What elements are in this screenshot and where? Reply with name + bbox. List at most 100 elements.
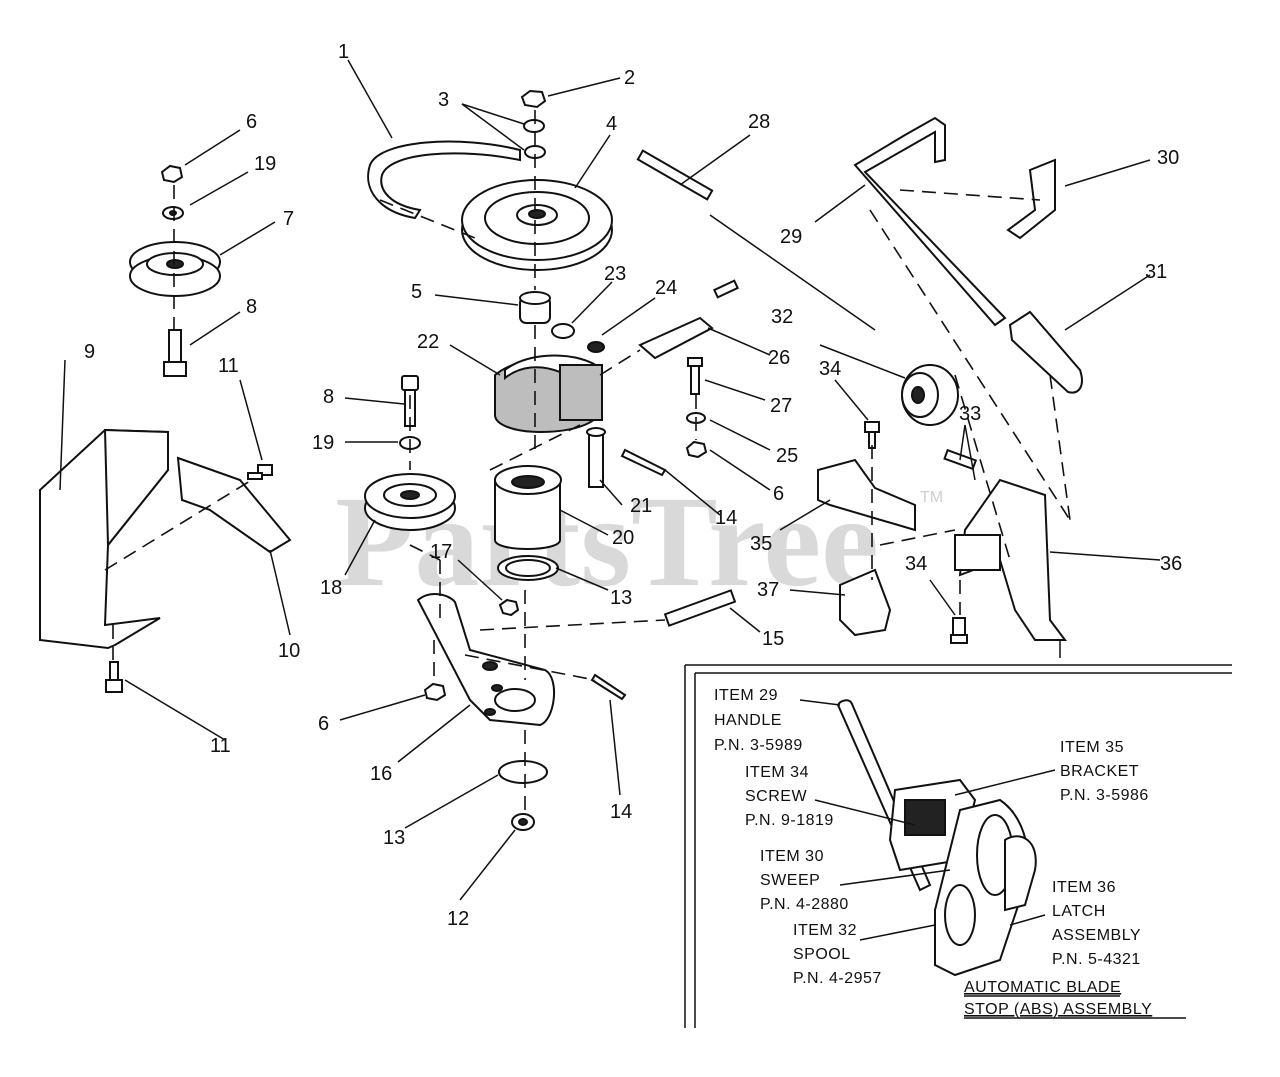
- callout-21: 21: [630, 495, 652, 517]
- nut-17: [498, 598, 520, 617]
- watermark-tm: TM: [920, 489, 943, 506]
- callout-36: 36: [1160, 553, 1182, 575]
- clamp-37: [839, 568, 892, 637]
- belt: [367, 140, 521, 220]
- collar-24: [587, 341, 605, 353]
- bolt-26-top: [713, 279, 739, 299]
- inset-sweep: [1004, 835, 1037, 912]
- screw-34-upper: [864, 421, 880, 449]
- inset-latch-pn: P.N. 5-4321: [1052, 951, 1141, 968]
- inset-handle-item: ITEM 29: [714, 687, 778, 704]
- callout-14-upper: 14: [715, 507, 737, 529]
- bolt-8-left: [163, 329, 187, 377]
- inset-sweep-item: ITEM 30: [760, 848, 824, 865]
- callout-27: 27: [770, 395, 792, 417]
- bolt-11-upper: [247, 464, 273, 480]
- callout-7: 7: [283, 208, 294, 230]
- inset-spool-pn: P.N. 4-2957: [793, 970, 882, 987]
- inset-latch-item: ITEM 36: [1052, 879, 1116, 896]
- plate-26: [638, 316, 714, 360]
- callout-37: 37: [757, 579, 779, 601]
- callout-32: 32: [771, 306, 793, 328]
- nut-6-right: [685, 440, 708, 459]
- bolt-27: [687, 357, 703, 395]
- callout-9: 9: [84, 341, 95, 363]
- callout-13-lower: 13: [383, 827, 405, 849]
- callout-11-upper: 11: [218, 355, 239, 377]
- mount-plate-10: [176, 456, 292, 554]
- bracket-35: [817, 458, 916, 532]
- inset-sweep-pn: P.N. 4-2880: [760, 896, 849, 913]
- callout-22: 22: [417, 331, 439, 353]
- cotter-pin-14-lower: [590, 673, 627, 701]
- abs-inset: ITEM 29 HANDLE P.N. 3-5989 ITEM 34 SCREW…: [684, 640, 1232, 1028]
- leader-lines: [59, 59, 1161, 901]
- latch-assembly-36: [954, 478, 1067, 641]
- callout-18: 18: [320, 577, 342, 599]
- spool-32: [901, 364, 959, 426]
- inset-spool-item: ITEM 32: [793, 922, 857, 939]
- bushing-5: [519, 291, 551, 324]
- deck-bracket-9: [39, 428, 169, 650]
- callout-34-lower: 34: [905, 553, 927, 575]
- callout-11-lower: 11: [210, 735, 231, 757]
- callout-6-right: 6: [773, 483, 784, 505]
- inset-screw-item: ITEM 34: [745, 764, 809, 781]
- cotter-pin-14-upper: [620, 448, 667, 477]
- cable-28: [636, 149, 876, 331]
- callout-29: 29: [780, 226, 802, 248]
- screw-34-lower: [950, 617, 968, 644]
- nut-6-left: [160, 164, 184, 184]
- spring-15: [663, 589, 737, 627]
- callout-8-center: 8: [323, 386, 334, 408]
- grip-31: [1008, 310, 1083, 394]
- callout-2: 2: [624, 67, 635, 89]
- callout-34-upper: 34: [819, 358, 841, 380]
- inset-bracket-name: BRACKET: [1060, 763, 1139, 780]
- sweep-30: [1006, 158, 1056, 240]
- idler-pulley-left: [129, 241, 221, 297]
- callout-8-left: 8: [246, 296, 257, 318]
- callout-4: 4: [606, 113, 617, 135]
- inset-screw-pn: P.N. 9-1819: [745, 812, 834, 829]
- inset-bracket-item: ITEM 35: [1060, 739, 1124, 756]
- callout-3: 3: [438, 89, 449, 111]
- callout-24: 24: [655, 277, 677, 299]
- callout-26: 26: [768, 347, 790, 369]
- callout-23: 23: [604, 263, 626, 285]
- inset-bracket-pn: P.N. 3-5986: [1060, 787, 1149, 804]
- callout-19-left: 19: [254, 153, 276, 175]
- callout-35: 35: [750, 533, 772, 555]
- idler-pulley-18: [364, 473, 456, 531]
- callout-19-center: 19: [312, 432, 334, 454]
- callout-10: 10: [278, 640, 300, 662]
- retaining-ring-13-upper: [497, 555, 559, 581]
- inset-spool-name: SPOOL: [793, 946, 851, 963]
- pin-21: [586, 427, 606, 488]
- inset-handle-name: HANDLE: [714, 712, 782, 729]
- callout-16: 16: [370, 763, 392, 785]
- nut-6-arm: [423, 682, 447, 702]
- callout-6-arm: 6: [318, 713, 329, 735]
- washer-23: [551, 323, 575, 339]
- assembly-lines: [104, 110, 1071, 810]
- callout-12: 12: [447, 908, 469, 930]
- spacer-20: [494, 465, 562, 550]
- inset-handle-pn: P.N. 3-5989: [714, 737, 803, 754]
- inset-screw-name: SCREW: [745, 788, 807, 805]
- bolt-11-lower: [105, 661, 123, 693]
- drive-pulley: [461, 179, 613, 271]
- inset-title-line1: AUTOMATIC BLADE: [964, 979, 1121, 996]
- callout-14-lower: 14: [610, 801, 632, 823]
- callout-numbers: 1 2 3 4 5 6 6 6 6 7 8 8 9 10 11 11 12 13…: [84, 41, 1182, 930]
- callout-25: 25: [776, 445, 798, 467]
- washer-19-left: [162, 206, 184, 220]
- inset-latch-name: LATCH: [1052, 903, 1106, 920]
- bracket-22: [494, 354, 603, 434]
- retaining-ring-13-lower: [498, 760, 548, 784]
- callout-15: 15: [762, 628, 784, 650]
- inset-latch-name2: ASSEMBLY: [1052, 927, 1141, 944]
- nut-2: [520, 89, 547, 109]
- nut-12: [511, 813, 535, 831]
